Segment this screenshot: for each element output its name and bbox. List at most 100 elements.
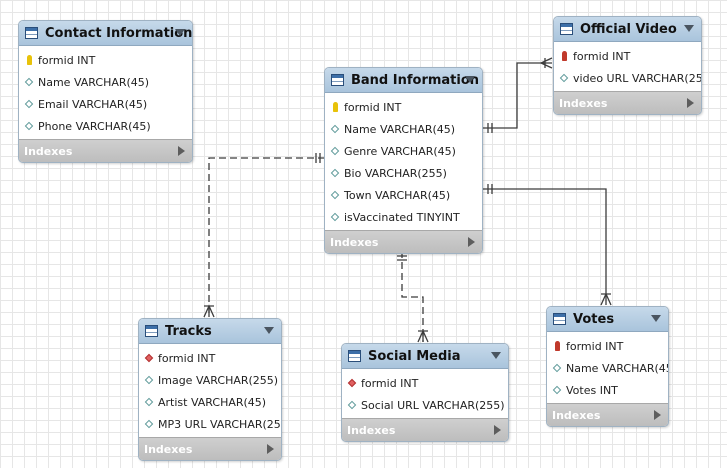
column-row[interactable]: Bio VARCHAR(255) — [325, 162, 482, 184]
expand-arrow-icon[interactable] — [687, 98, 694, 108]
column-row[interactable]: isVaccinated TINYINT — [325, 206, 482, 228]
column-diamond-icon — [23, 77, 35, 87]
relationship-band-social[interactable] — [397, 251, 429, 343]
table-header[interactable]: Votes — [547, 307, 668, 332]
column-row[interactable]: Name VARCHAR(45) — [325, 118, 482, 140]
indexes-section[interactable]: Indexes — [325, 230, 482, 253]
table-header[interactable]: Tracks — [139, 319, 281, 344]
indexes-label: Indexes — [144, 442, 193, 456]
table-band-information[interactable]: Band Information formid INT Name VARCHAR(4… — [324, 67, 483, 254]
column-row[interactable]: Social URL VARCHAR(255) — [342, 394, 508, 416]
table-tracks[interactable]: Tracks formid INT Image VARCHAR(255) Artist… — [138, 318, 282, 461]
column-row[interactable]: Votes INT — [547, 379, 668, 401]
table-title: Contact Information — [45, 25, 193, 41]
collapse-arrow-icon[interactable] — [465, 76, 475, 83]
column-row[interactable]: Artist VARCHAR(45) — [139, 391, 281, 413]
table-official-video[interactable]: Official Video formid INT video URL VARCHA… — [553, 16, 702, 115]
indexes-section[interactable]: Indexes — [547, 403, 668, 426]
column-row[interactable]: formid INT — [325, 96, 482, 118]
column-row[interactable]: Image VARCHAR(255) — [139, 369, 281, 391]
column-row[interactable]: Name VARCHAR(45) — [547, 357, 668, 379]
column-label: formid INT — [573, 49, 631, 63]
column-row[interactable]: formid INT — [342, 372, 508, 394]
column-label: Name VARCHAR(45) — [566, 361, 669, 375]
indexes-section[interactable]: Indexes — [342, 418, 508, 441]
indexes-label: Indexes — [552, 408, 601, 422]
column-row[interactable]: formid INT — [554, 45, 701, 67]
column-diamond-icon — [143, 375, 155, 385]
expand-arrow-icon[interactable] — [494, 425, 501, 435]
table-icon — [560, 23, 573, 35]
column-list: formid INT Image VARCHAR(255) Artist VARCH… — [139, 344, 281, 437]
indexes-label: Indexes — [330, 235, 379, 249]
foreign-key-icon — [558, 51, 570, 61]
indexes-label: Indexes — [24, 144, 73, 158]
column-label: video URL VARCHAR(255) — [573, 71, 702, 85]
column-diamond-icon — [329, 124, 341, 134]
relationship-band-video[interactable] — [483, 57, 553, 133]
table-header[interactable]: Band Information — [325, 68, 482, 93]
collapse-arrow-icon[interactable] — [175, 29, 185, 36]
column-row[interactable]: formid INT — [139, 347, 281, 369]
table-votes[interactable]: Votes formid INT Name VARCHAR(45) Votes INT… — [546, 306, 669, 427]
relationship-band-tracks[interactable] — [203, 153, 325, 318]
column-label: Social URL VARCHAR(255) — [361, 398, 505, 412]
column-label: formid INT — [38, 53, 96, 67]
expand-arrow-icon[interactable] — [468, 237, 475, 247]
collapse-arrow-icon[interactable] — [684, 25, 694, 32]
indexes-section[interactable]: Indexes — [19, 139, 192, 162]
column-row[interactable]: MP3 URL VARCHAR(255) — [139, 413, 281, 435]
column-diamond-icon — [23, 121, 35, 131]
column-label: Name VARCHAR(45) — [344, 122, 456, 136]
column-diamond-icon — [23, 99, 35, 109]
table-header[interactable]: Social Media — [342, 344, 508, 369]
foreign-key-icon — [551, 341, 563, 351]
column-diamond-icon — [346, 400, 358, 410]
column-row[interactable]: formid INT — [547, 335, 668, 357]
relationship-band-votes[interactable] — [483, 184, 612, 306]
table-contact-information[interactable]: Contact Information formid INT Name VARCHA… — [18, 20, 193, 163]
column-diamond-icon — [329, 190, 341, 200]
collapse-arrow-icon[interactable] — [264, 327, 274, 334]
column-list: formid INT Name VARCHAR(45) Votes INT — [547, 332, 668, 403]
column-label: Image VARCHAR(255) — [158, 373, 279, 387]
expand-arrow-icon[interactable] — [654, 410, 661, 420]
column-diamond-icon — [143, 419, 155, 429]
column-row[interactable]: Town VARCHAR(45) — [325, 184, 482, 206]
column-label: Genre VARCHAR(45) — [344, 144, 456, 158]
indexes-section[interactable]: Indexes — [139, 437, 281, 460]
column-row[interactable]: Name VARCHAR(45) — [19, 71, 192, 93]
foreign-key-diamond-icon — [346, 378, 358, 388]
column-list: formid INT Name VARCHAR(45) Genre VARCHAR(… — [325, 93, 482, 230]
column-diamond-icon — [551, 363, 563, 373]
column-label: formid INT — [158, 351, 216, 365]
table-social-media[interactable]: Social Media formid INT Social URL VARCHAR… — [341, 343, 509, 442]
column-label: formid INT — [361, 376, 419, 390]
table-header[interactable]: Official Video — [554, 17, 701, 42]
column-row[interactable]: formid INT — [19, 49, 192, 71]
expand-arrow-icon[interactable] — [178, 146, 185, 156]
column-diamond-icon — [329, 212, 341, 222]
table-title: Band Information — [351, 72, 480, 88]
column-label: Artist VARCHAR(45) — [158, 395, 267, 409]
column-label: Name VARCHAR(45) — [38, 75, 150, 89]
column-row[interactable]: Phone VARCHAR(45) — [19, 115, 192, 137]
table-icon — [145, 325, 158, 337]
column-label: Email VARCHAR(45) — [38, 97, 148, 111]
column-row[interactable]: video URL VARCHAR(255) — [554, 67, 701, 89]
column-diamond-icon — [558, 73, 570, 83]
column-label: formid INT — [344, 100, 402, 114]
column-row[interactable]: Genre VARCHAR(45) — [325, 140, 482, 162]
expand-arrow-icon[interactable] — [267, 444, 274, 454]
indexes-section[interactable]: Indexes — [554, 91, 701, 114]
table-icon — [553, 313, 566, 325]
primary-key-icon — [23, 55, 35, 65]
collapse-arrow-icon[interactable] — [651, 315, 661, 322]
column-row[interactable]: Email VARCHAR(45) — [19, 93, 192, 115]
collapse-arrow-icon[interactable] — [491, 352, 501, 359]
foreign-key-diamond-icon — [143, 353, 155, 363]
table-header[interactable]: Contact Information — [19, 21, 192, 46]
column-label: formid INT — [566, 339, 624, 353]
table-title: Tracks — [165, 323, 212, 339]
